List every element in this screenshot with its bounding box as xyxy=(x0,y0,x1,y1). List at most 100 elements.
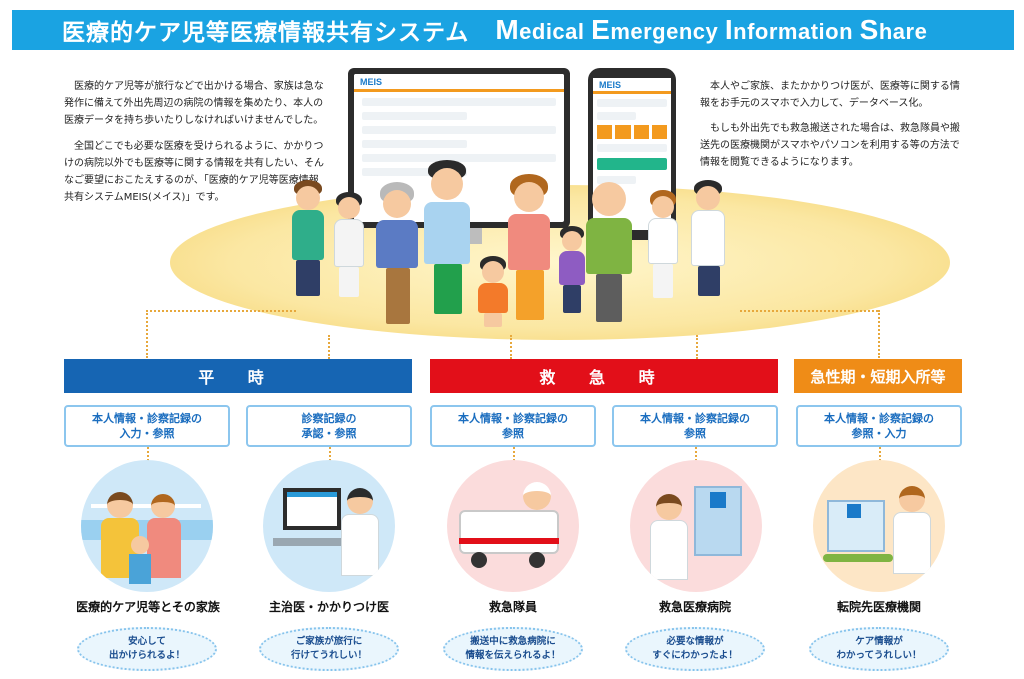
title-en-word-share: hare xyxy=(878,19,928,44)
role-family: 医療的ケア児等とその家族 xyxy=(76,600,220,614)
function-box-line: 入力・参照 xyxy=(119,427,175,440)
title-banner: 医療的ケア児等医療情報共有システム Medical Emergency Info… xyxy=(12,10,1014,50)
transfer-hospital-illustration xyxy=(813,460,945,592)
connector-line xyxy=(146,310,148,358)
desk-decor xyxy=(273,538,353,546)
role-transfer-hospital: 転院先医療機関 xyxy=(836,600,921,614)
title-en-cap-s: S xyxy=(859,14,879,45)
screen-line xyxy=(597,112,636,120)
function-box-doctor: 診察記録の 承認・参照 xyxy=(246,405,412,447)
title-en-cap-m: M xyxy=(495,14,520,45)
connector-line xyxy=(740,310,878,312)
function-box-ems: 本人情報・診察記録の 参照 xyxy=(430,405,596,447)
screen-line xyxy=(362,140,467,148)
function-box-line: 診察記録の xyxy=(301,412,357,425)
hospital-cross-decor xyxy=(710,492,726,508)
title-en-word-information: nformation xyxy=(733,19,860,44)
connector-line xyxy=(329,447,331,461)
role-emergency-hospital: 救急医療病院 xyxy=(658,600,731,614)
bubble-line: 行けてうれしい！ xyxy=(290,650,367,661)
speech-bubble-emergency-hospital: 必要な情報が すぐにわかったよ！ xyxy=(625,627,765,671)
function-box-line: 本人情報・診察記録の xyxy=(640,412,750,425)
mother-body-decor xyxy=(147,518,181,578)
monitor-screen-header: MEIS xyxy=(354,74,564,92)
connector-line xyxy=(147,447,149,461)
role-primary-doctor: 主治医・かかりつけ医 xyxy=(268,600,390,614)
bubble-line: すぐにわかったよ！ xyxy=(652,650,738,661)
hospital-cross-decor xyxy=(847,504,861,518)
doctor-head-decor xyxy=(656,494,682,520)
speech-bubble-family: 安心して 出かけられるよ！ xyxy=(77,627,217,671)
intro-paragraph-2: 全国どこでも必要な医療を受けられるように、かかりつけの病院以外でも医療等に関する… xyxy=(64,141,324,203)
doctor-head-decor xyxy=(347,488,373,514)
phone-button-illustration xyxy=(597,158,667,170)
section-emergency-time: 救 急 時 xyxy=(430,359,778,393)
section-acute-short-stay: 急性期・短期入所等 xyxy=(794,359,962,393)
screen-line xyxy=(597,144,667,152)
screen-line xyxy=(362,126,556,134)
detail-paragraph-2: もしも外出先でも救急搬送された場合は、救急隊員や搬送先の医療機関がスマホやパソコ… xyxy=(700,123,960,168)
nurse-head-decor xyxy=(899,486,925,512)
paramedic-head-decor xyxy=(523,482,551,510)
child-head-decor xyxy=(131,536,149,554)
function-box-line: 本人情報・診察記録の xyxy=(824,412,934,425)
title-en-word-medical: edical xyxy=(519,19,592,44)
family-travel-illustration xyxy=(81,460,213,592)
monitor-logo: MEIS xyxy=(360,76,383,87)
connector-line xyxy=(879,447,881,461)
function-box-emergency-hospital: 本人情報・診察記録の 参照 xyxy=(612,405,778,447)
mother-head-decor xyxy=(151,494,175,518)
wheel-decor xyxy=(471,552,487,568)
screen-line xyxy=(362,112,467,120)
doctor-body-decor xyxy=(341,514,379,576)
phone-tile-grid xyxy=(597,125,667,139)
child-body-decor xyxy=(129,554,151,584)
title-en-word-emergency: mergency xyxy=(610,19,725,44)
doctor-body-decor xyxy=(650,520,688,580)
father-head-decor xyxy=(107,492,133,518)
title-en-cap-i: I xyxy=(724,14,734,45)
ambulance-body-decor xyxy=(459,510,559,554)
pc-monitor-decor xyxy=(283,488,341,530)
screen-line xyxy=(362,168,467,176)
people-group-illustration xyxy=(280,160,750,330)
phone-logo: MEIS xyxy=(599,79,622,90)
function-box-transfer-hospital: 本人情報・診察記録の 参照・入力 xyxy=(796,405,962,447)
bubble-line: 情報を伝えられるよ！ xyxy=(465,650,561,661)
ambulance-illustration xyxy=(447,460,579,592)
bubble-line: 安心して xyxy=(128,636,166,647)
connector-line xyxy=(878,310,880,358)
connector-line xyxy=(695,447,697,461)
wheel-decor xyxy=(529,552,545,568)
speech-bubble-doctor: ご家族が旅行に 行けてうれしい！ xyxy=(259,627,399,671)
function-box-line: 本人情報・診察記録の xyxy=(458,412,568,425)
function-box-line: 参照 xyxy=(684,427,706,440)
function-box-line: 承認・参照 xyxy=(301,427,357,440)
speech-bubble-paramedic: 搬送中に救急病院に 情報を伝えられるよ！ xyxy=(443,627,583,671)
title-jp: 医療的ケア児等医療情報共有システム xyxy=(62,20,470,46)
hedge-decor xyxy=(823,554,893,562)
bubble-line: 出かけられるよ！ xyxy=(108,650,185,661)
screen-line xyxy=(362,98,556,106)
connector-line xyxy=(513,447,515,461)
section-normal-time: 平 時 xyxy=(64,359,412,393)
bubble-line: わかってうれしい！ xyxy=(836,650,922,661)
connector-line xyxy=(146,310,296,312)
function-box-line: 参照・入力 xyxy=(851,427,907,440)
bubble-line: 必要な情報が xyxy=(666,636,724,647)
phone-screen-header: MEIS xyxy=(593,78,671,94)
doctor-office-illustration xyxy=(263,460,395,592)
screen-line xyxy=(597,99,667,107)
bubble-line: ケア情報が xyxy=(855,636,903,647)
title-en-cap-e: E xyxy=(591,14,611,45)
speech-bubble-transfer-hospital: ケア情報が わかってうれしい！ xyxy=(809,627,949,671)
connector-line xyxy=(696,335,698,359)
role-paramedic: 救急隊員 xyxy=(488,600,537,614)
function-box-family: 本人情報・診察記録の 入力・参照 xyxy=(64,405,230,447)
bubble-line: ご家族が旅行に xyxy=(295,636,363,647)
bubble-line: 搬送中に救急病院に xyxy=(470,636,556,647)
screen-line xyxy=(362,154,556,162)
connector-line xyxy=(328,335,330,359)
emergency-hospital-illustration xyxy=(630,460,762,592)
ambulance-stripe-decor xyxy=(459,538,559,544)
